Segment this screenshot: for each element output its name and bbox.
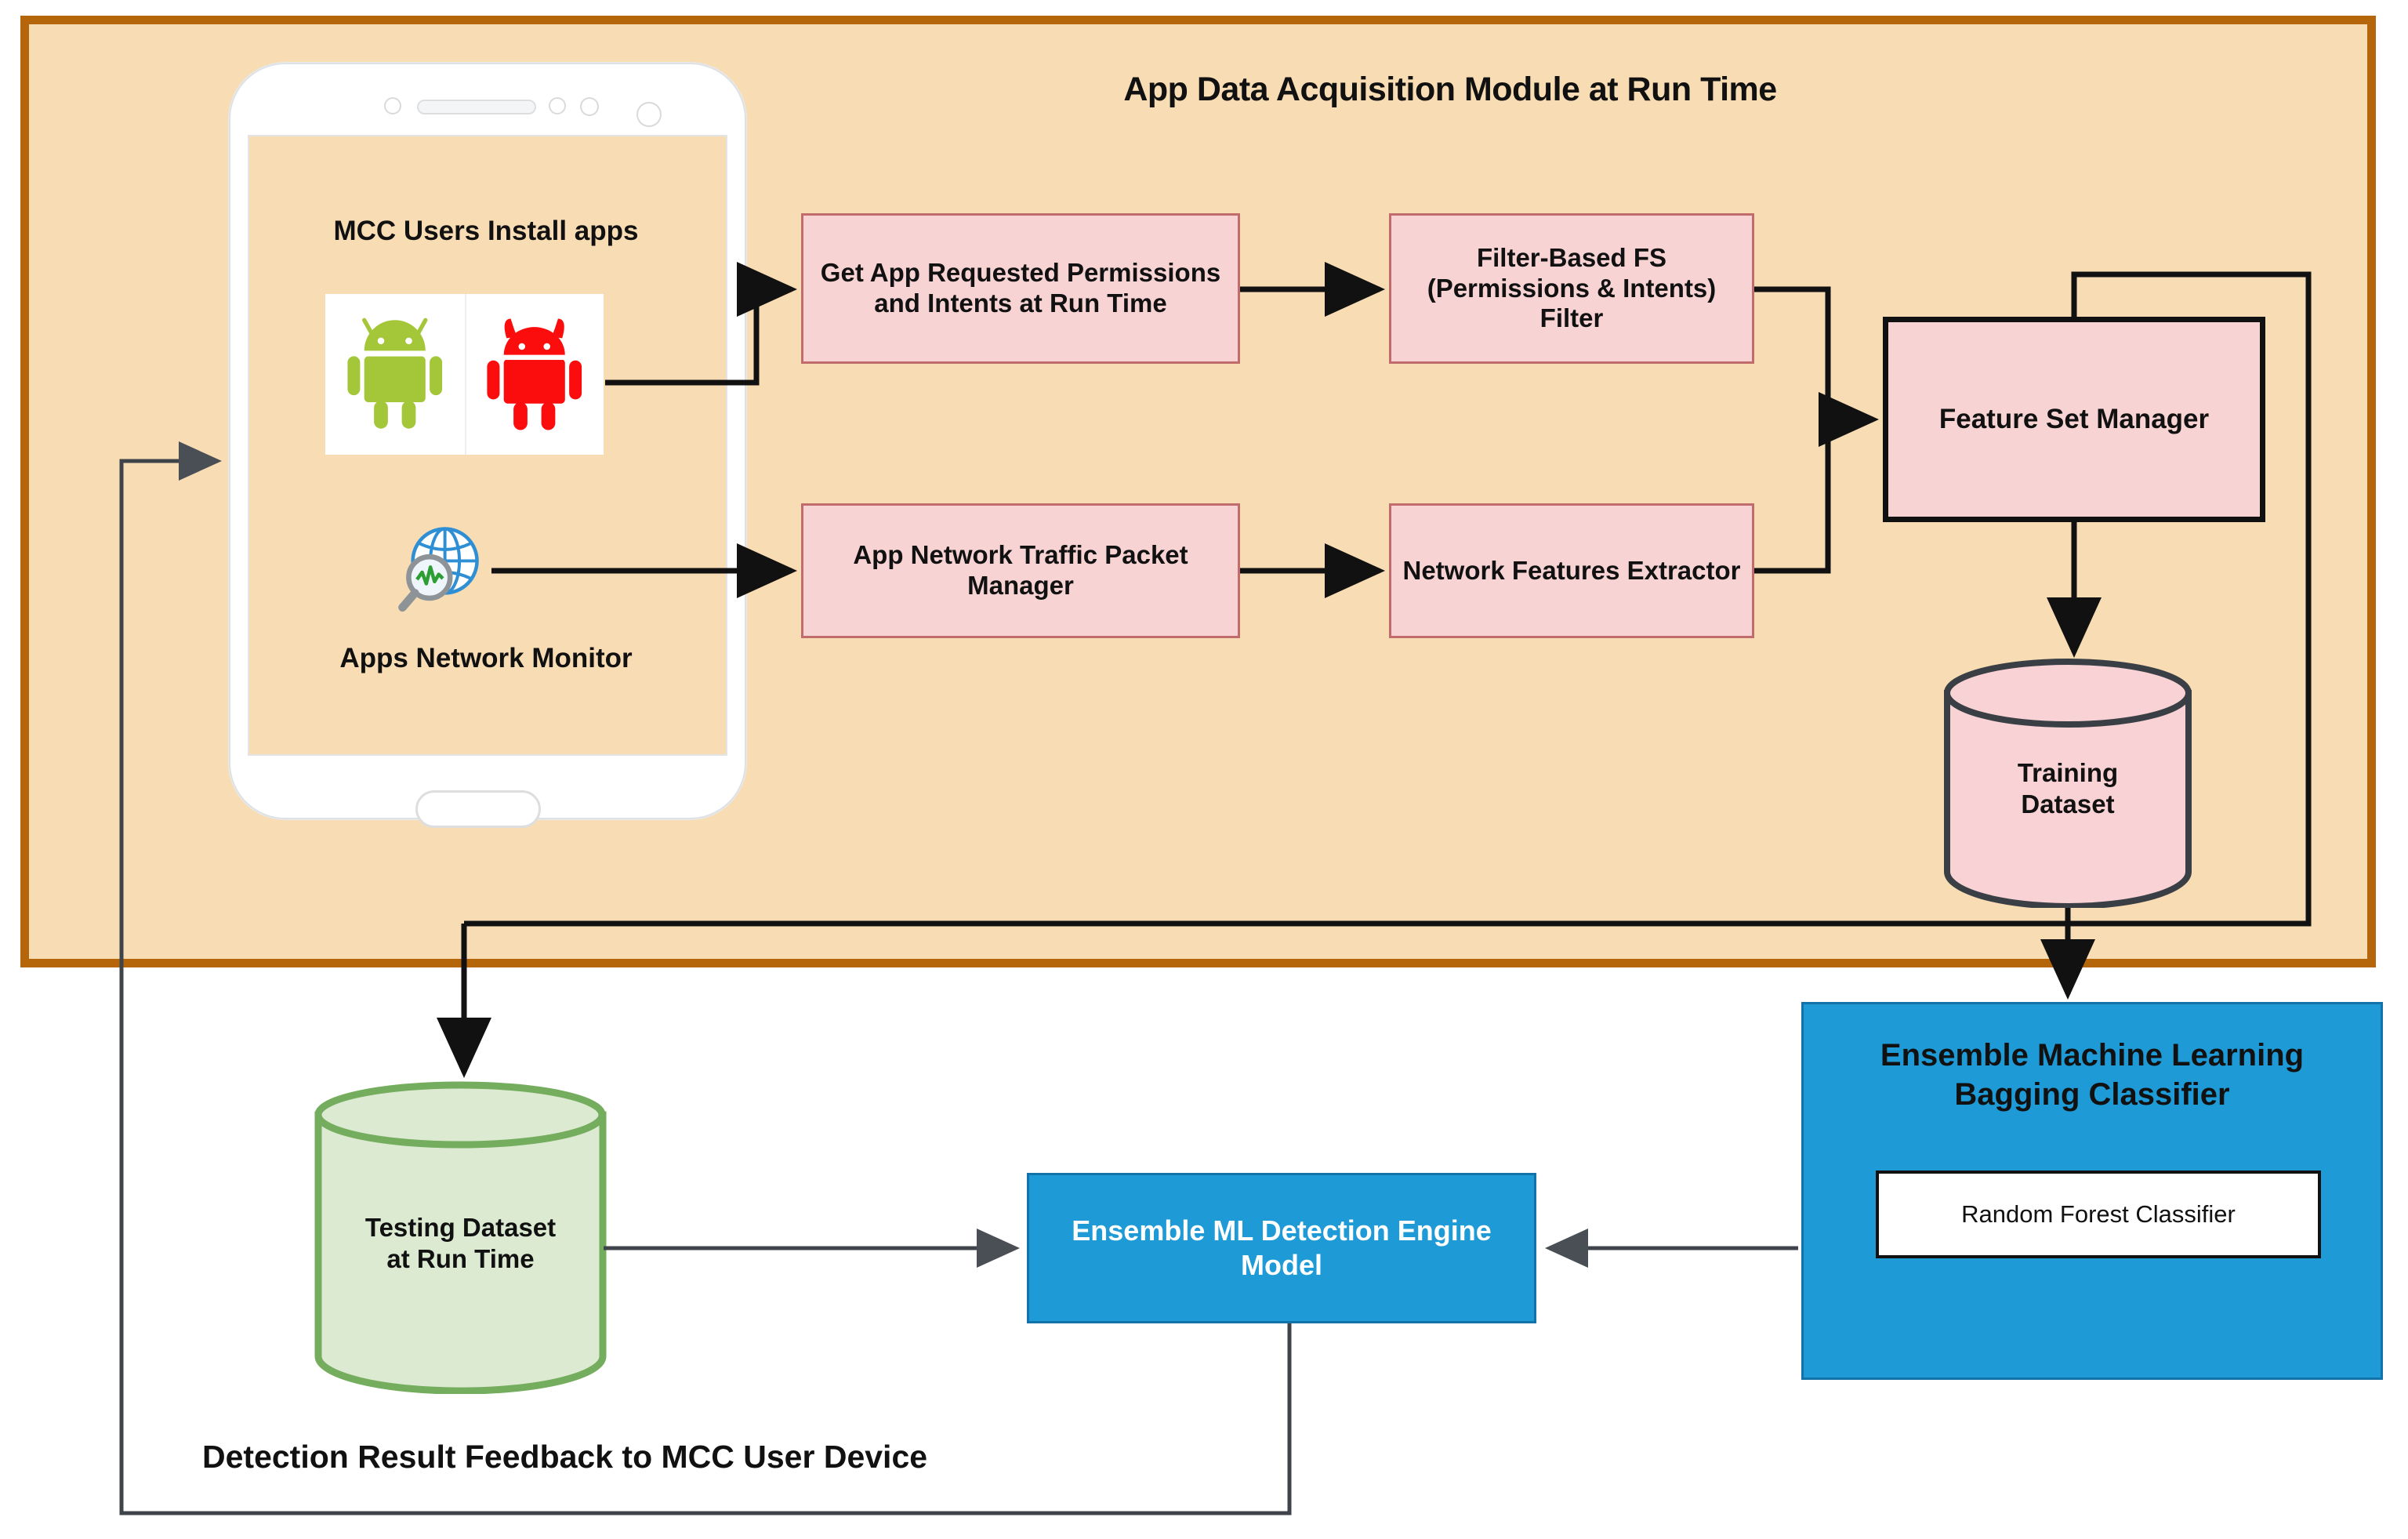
apps-network-monitor-label: Apps Network Monitor bbox=[339, 643, 633, 673]
box-ensemble-ml-detection-engine[interactable]: Ensemble ML Detection Engine Model bbox=[1027, 1173, 1536, 1323]
android-red-devil-icon bbox=[465, 294, 604, 455]
phone-speaker-icon bbox=[417, 100, 536, 114]
datastore-testing-dataset[interactable]: Testing Dataset at Run Time bbox=[314, 1080, 607, 1395]
datastore-testing-label: Testing Dataset at Run Time bbox=[364, 1213, 557, 1273]
phone-camera-icon bbox=[636, 102, 662, 127]
box-ensemble-bagging-classifier[interactable]: Ensemble Machine Learning Bagging Classi… bbox=[1801, 1002, 2383, 1380]
phone-sensor-icon bbox=[384, 97, 401, 114]
phone-sensor-icon bbox=[549, 97, 566, 114]
box-feature-set-manager[interactable]: Feature Set Manager bbox=[1883, 317, 2265, 522]
mcc-users-label: MCC Users Install apps bbox=[333, 216, 639, 246]
datastore-training-dataset[interactable]: Training Dataset bbox=[1942, 657, 2193, 909]
android-green-icon bbox=[325, 294, 465, 455]
phone-sensor-icon bbox=[580, 97, 599, 116]
box-get-app-permissions[interactable]: Get App Requested Permissions and Intent… bbox=[801, 213, 1240, 364]
feedback-label: Detection Result Feedback to MCC User De… bbox=[202, 1439, 928, 1475]
phone-home-button-icon bbox=[415, 790, 541, 828]
box-app-network-traffic-packet-manager[interactable]: App Network Traffic Packet Manager bbox=[801, 503, 1240, 638]
android-apps-icons bbox=[325, 294, 604, 455]
datastore-training-label: Training Dataset bbox=[2017, 758, 2119, 819]
module-title: App Data Acquisition Module at Run Time bbox=[1123, 71, 1777, 108]
box-network-features-extractor[interactable]: Network Features Extractor bbox=[1389, 503, 1754, 638]
globe-magnifier-icon bbox=[388, 517, 491, 621]
box-random-forest-classifier[interactable]: Random Forest Classifier bbox=[1876, 1171, 2321, 1258]
box-filter-based-fs[interactable]: Filter-Based FS (Permissions & Intents) … bbox=[1389, 213, 1754, 364]
bagging-classifier-title: Ensemble Machine Learning Bagging Classi… bbox=[1880, 1038, 2305, 1112]
